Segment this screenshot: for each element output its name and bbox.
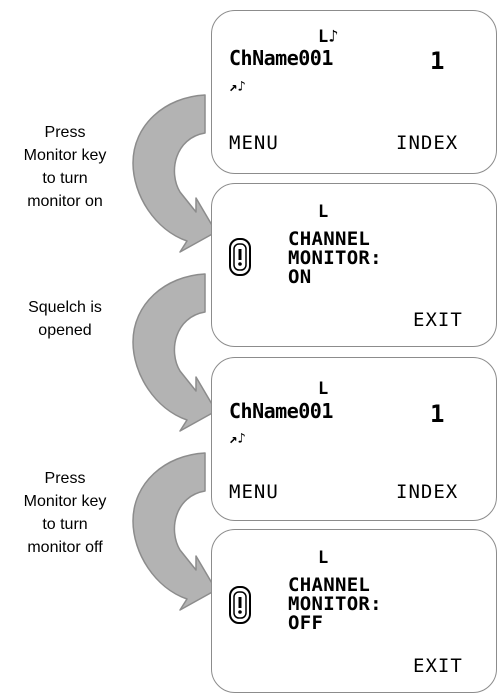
monitor-icon bbox=[229, 586, 251, 624]
caption-step-3: Press Monitor key to turn monitor off bbox=[0, 467, 135, 559]
monitor-state: ON bbox=[288, 266, 312, 288]
channel-name: ChName001 bbox=[229, 399, 333, 423]
channel-number: 1 bbox=[430, 47, 445, 75]
transition-arrow-1 bbox=[132, 94, 217, 253]
channel-number: 1 bbox=[430, 400, 445, 428]
caption-line: Monitor key bbox=[23, 493, 107, 510]
exit-softkey[interactable]: EXIT bbox=[413, 309, 463, 331]
caption-step-2: Squelch is opened bbox=[0, 296, 135, 342]
caption-line: monitor on bbox=[27, 193, 103, 210]
caption-line: Press bbox=[44, 124, 86, 141]
status-icons: ↗♪ bbox=[229, 79, 246, 95]
caption-line: Press bbox=[44, 470, 86, 487]
monitor-icon bbox=[229, 238, 251, 276]
index-softkey[interactable]: INDEX bbox=[396, 481, 459, 503]
status-icons: ↗♪ bbox=[229, 431, 246, 447]
transition-arrow-3 bbox=[132, 452, 217, 611]
radio-screen-monitor-on: L CHANNEL MONITOR: ON EXIT bbox=[211, 183, 497, 347]
message-line: CHANNEL bbox=[288, 574, 371, 596]
channel-name: ChName001 bbox=[229, 46, 333, 70]
radio-screen-monitor-off: L CHANNEL MONITOR: OFF EXIT bbox=[211, 529, 497, 693]
monitor-state: OFF bbox=[288, 612, 324, 634]
menu-softkey[interactable]: MENU bbox=[229, 132, 279, 154]
status-indicator-top: L bbox=[318, 379, 329, 399]
radio-screen-channel: L ChName001 1 ↗♪ MENU INDEX bbox=[211, 357, 497, 521]
status-indicator-top: L♪ bbox=[318, 27, 339, 47]
caption-line: opened bbox=[38, 322, 92, 339]
index-softkey[interactable]: INDEX bbox=[396, 132, 459, 154]
caption-line: Squelch is bbox=[28, 299, 102, 316]
caption-line: monitor off bbox=[27, 539, 103, 556]
message-line: CHANNEL bbox=[288, 228, 371, 250]
message-line: MONITOR: bbox=[288, 593, 382, 615]
caption-line: to turn bbox=[42, 516, 88, 533]
transition-arrow-2 bbox=[132, 273, 217, 432]
message-line: MONITOR: bbox=[288, 247, 382, 269]
status-indicator-top: L bbox=[318, 548, 329, 568]
menu-softkey[interactable]: MENU bbox=[229, 481, 279, 503]
caption-line: to turn bbox=[42, 170, 88, 187]
radio-screen-channel: L♪ ChName001 1 ↗♪ MENU INDEX bbox=[211, 10, 497, 174]
monitor-message: CHANNEL MONITOR: ON bbox=[288, 230, 382, 287]
exit-softkey[interactable]: EXIT bbox=[413, 655, 463, 677]
status-indicator-top: L bbox=[318, 202, 329, 222]
caption-line: Monitor key bbox=[23, 147, 107, 164]
monitor-message: CHANNEL MONITOR: OFF bbox=[288, 576, 382, 633]
caption-step-1: Press Monitor key to turn monitor on bbox=[0, 121, 135, 213]
